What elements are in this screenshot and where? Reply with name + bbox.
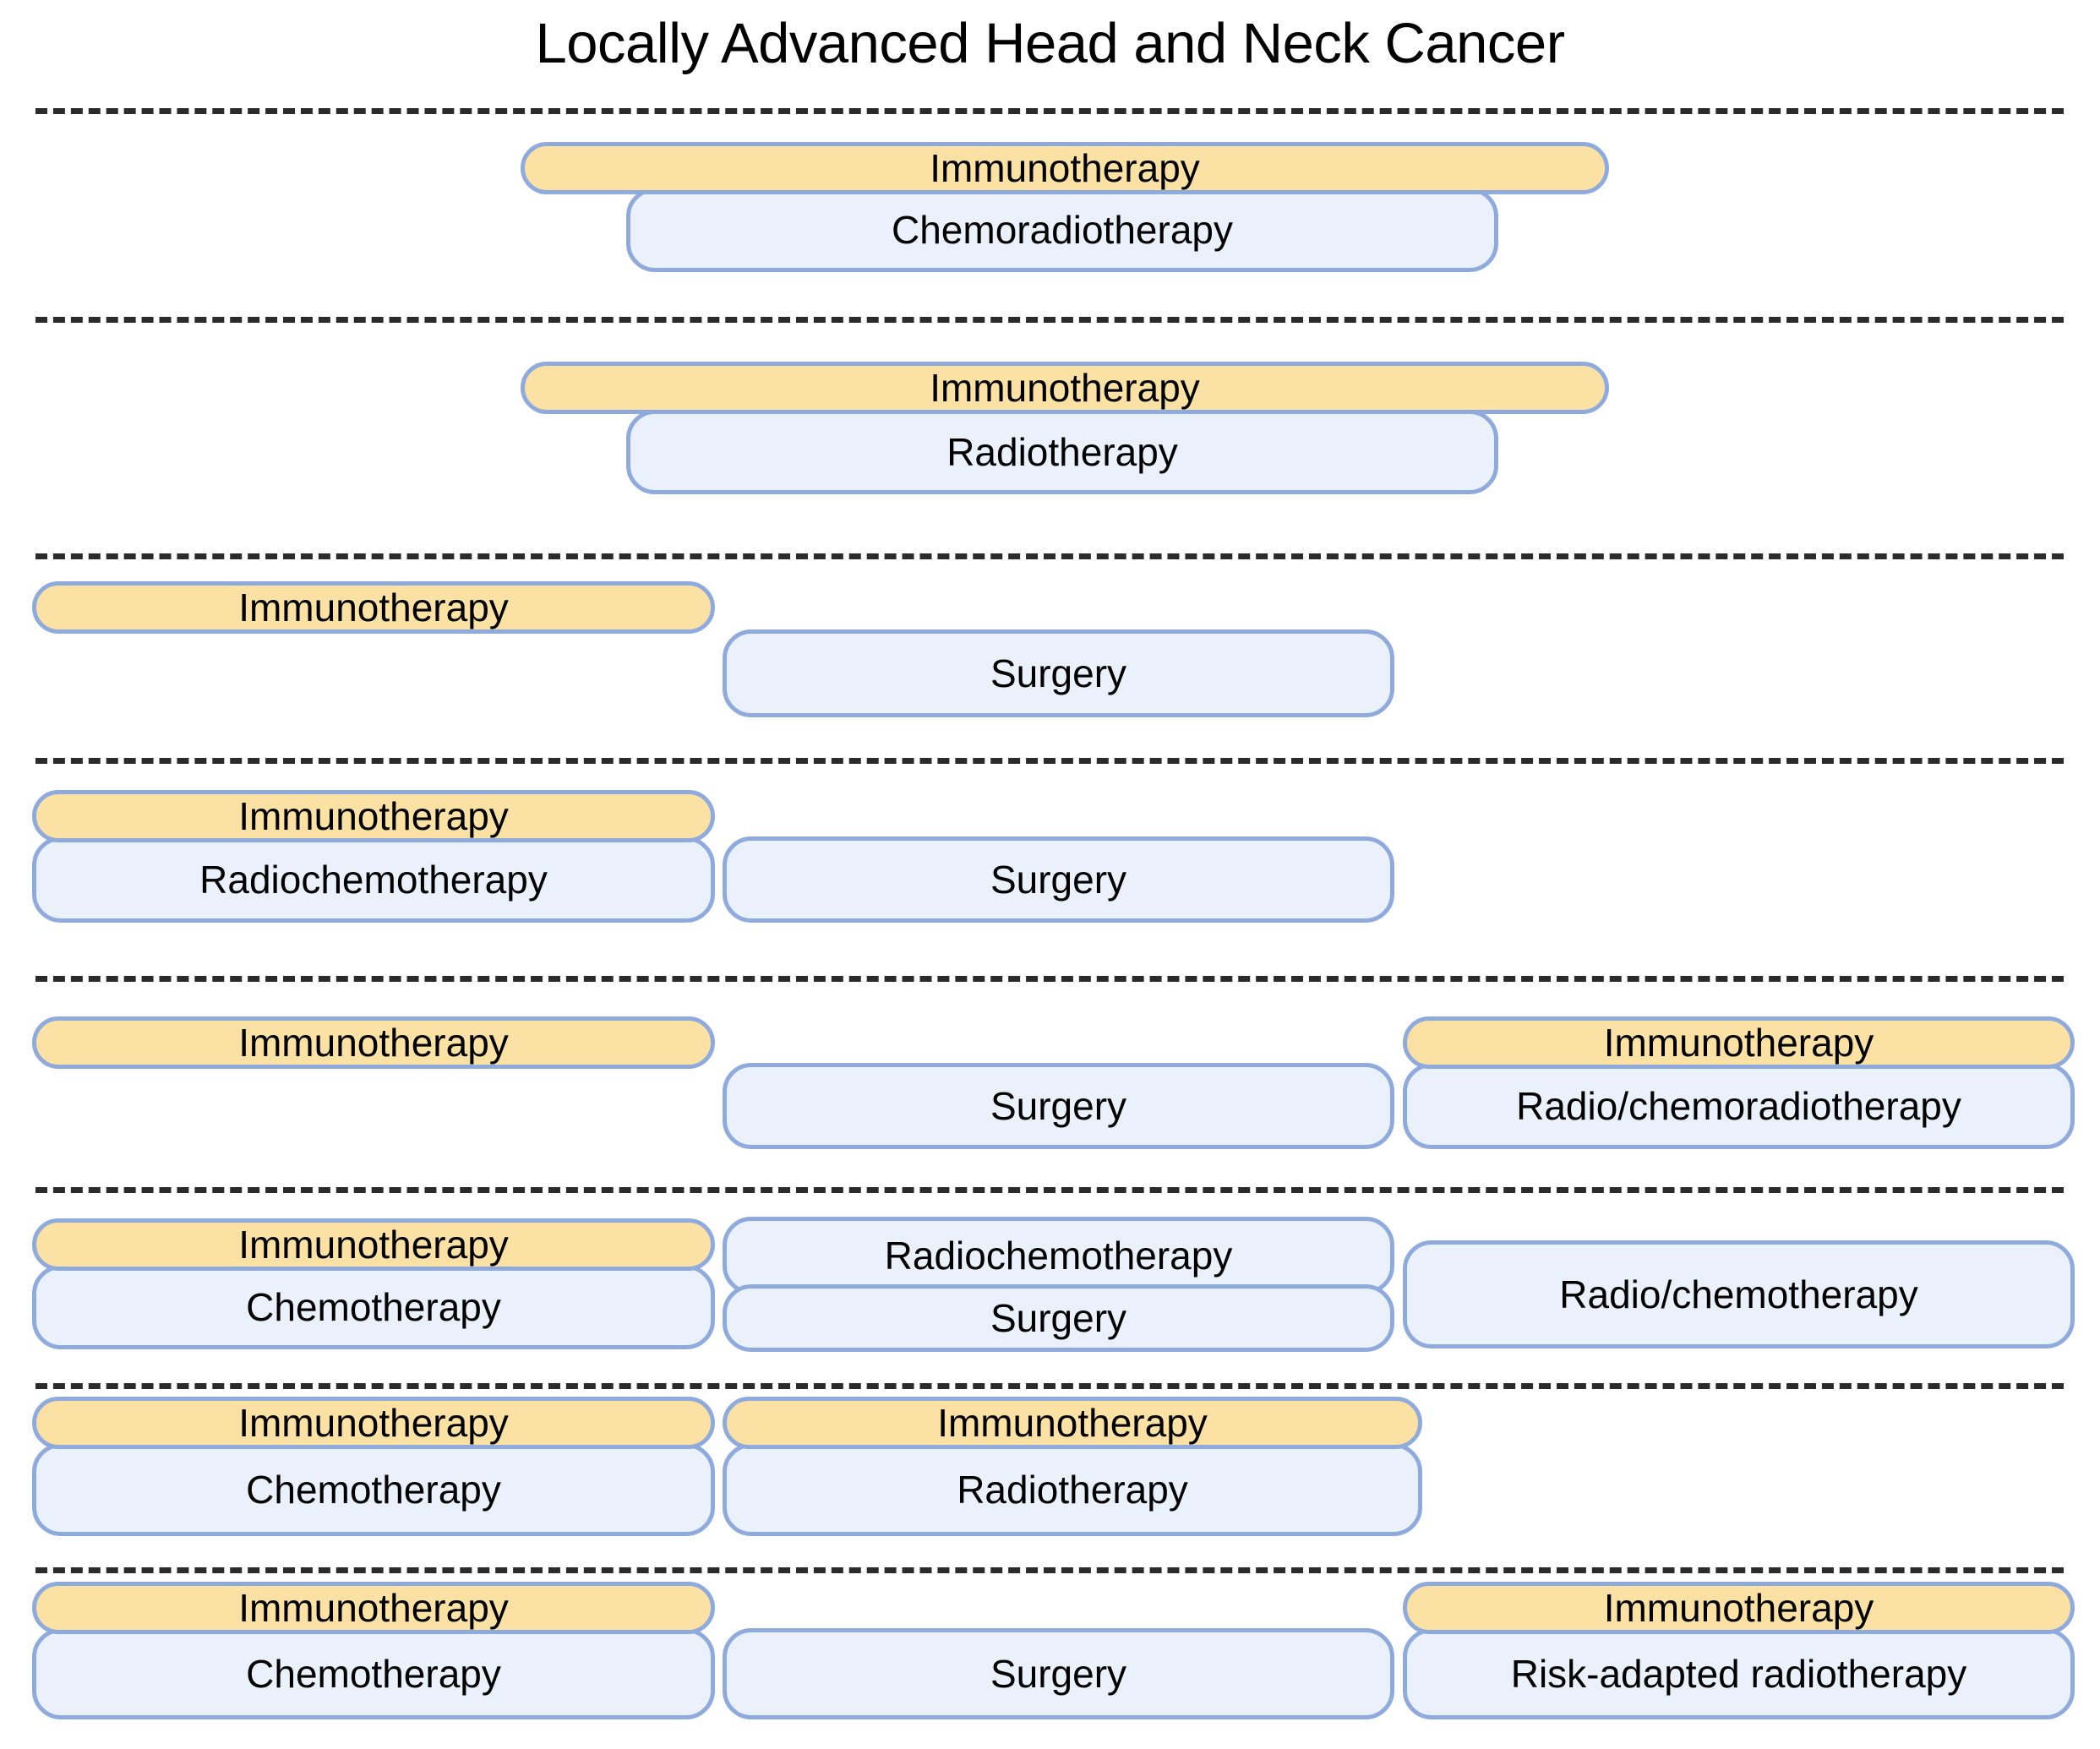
treatment-box-surgery[interactable]: Surgery: [723, 836, 1394, 923]
immunotherapy-box[interactable]: Immunotherapy: [521, 142, 1609, 194]
separator-line: [35, 1567, 2064, 1573]
immunotherapy-box[interactable]: Immunotherapy: [723, 1397, 1422, 1449]
treatment-box-surgery[interactable]: Surgery: [723, 1063, 1394, 1149]
treatment-box-surgery[interactable]: Surgery: [723, 629, 1394, 717]
separator-line: [35, 1383, 2064, 1389]
treatment-box-radio-chemotherapy[interactable]: Radio/chemotherapy: [1403, 1240, 2075, 1349]
immunotherapy-box[interactable]: Immunotherapy: [521, 362, 1609, 414]
separator-line: [35, 317, 2064, 323]
separator-line: [35, 1187, 2064, 1193]
treatment-box-surgery[interactable]: Surgery: [723, 1628, 1394, 1719]
immunotherapy-box[interactable]: Immunotherapy: [32, 1397, 715, 1449]
treatment-box-chemotherapy[interactable]: Chemotherapy: [32, 1265, 715, 1349]
treatment-box-surgery[interactable]: Surgery: [723, 1284, 1394, 1352]
treatment-box-radiochemotherapy[interactable]: Radiochemotherapy: [32, 836, 715, 923]
treatment-box-chemotherapy[interactable]: Chemotherapy: [32, 1443, 715, 1536]
treatment-box-radiotherapy[interactable]: Radiotherapy: [626, 410, 1498, 494]
immunotherapy-box[interactable]: Immunotherapy: [32, 790, 715, 842]
separator-line: [35, 553, 2064, 559]
immunotherapy-box[interactable]: Immunotherapy: [32, 1218, 715, 1271]
immunotherapy-box[interactable]: Immunotherapy: [32, 581, 715, 634]
immunotherapy-box[interactable]: Immunotherapy: [32, 1016, 715, 1069]
treatment-box-chemoradiotherapy[interactable]: Chemoradiotherapy: [626, 188, 1498, 272]
separator-line: [35, 108, 2064, 114]
separator-line: [35, 758, 2064, 764]
page-title: Locally Advanced Head and Neck Cancer: [535, 12, 1565, 75]
treatment-box-chemotherapy[interactable]: Chemotherapy: [32, 1628, 715, 1719]
immunotherapy-box[interactable]: Immunotherapy: [1403, 1582, 2075, 1634]
separator-line: [35, 976, 2064, 982]
treatment-box-radiotherapy[interactable]: Radiotherapy: [723, 1443, 1422, 1536]
treatment-box-radio-chemoradiotherapy[interactable]: Radio/chemoradiotherapy: [1403, 1063, 2075, 1149]
immunotherapy-box[interactable]: Immunotherapy: [1403, 1016, 2075, 1069]
treatment-box-radiochemotherapy[interactable]: Radiochemotherapy: [723, 1217, 1394, 1294]
treatment-row-1: Immunotherapy Chemoradiotherapy: [0, 0, 2100, 272]
treatment-box-risk-adapted-radiotherapy[interactable]: Risk-adapted radiotherapy: [1403, 1628, 2075, 1719]
immunotherapy-box[interactable]: Immunotherapy: [32, 1582, 715, 1634]
